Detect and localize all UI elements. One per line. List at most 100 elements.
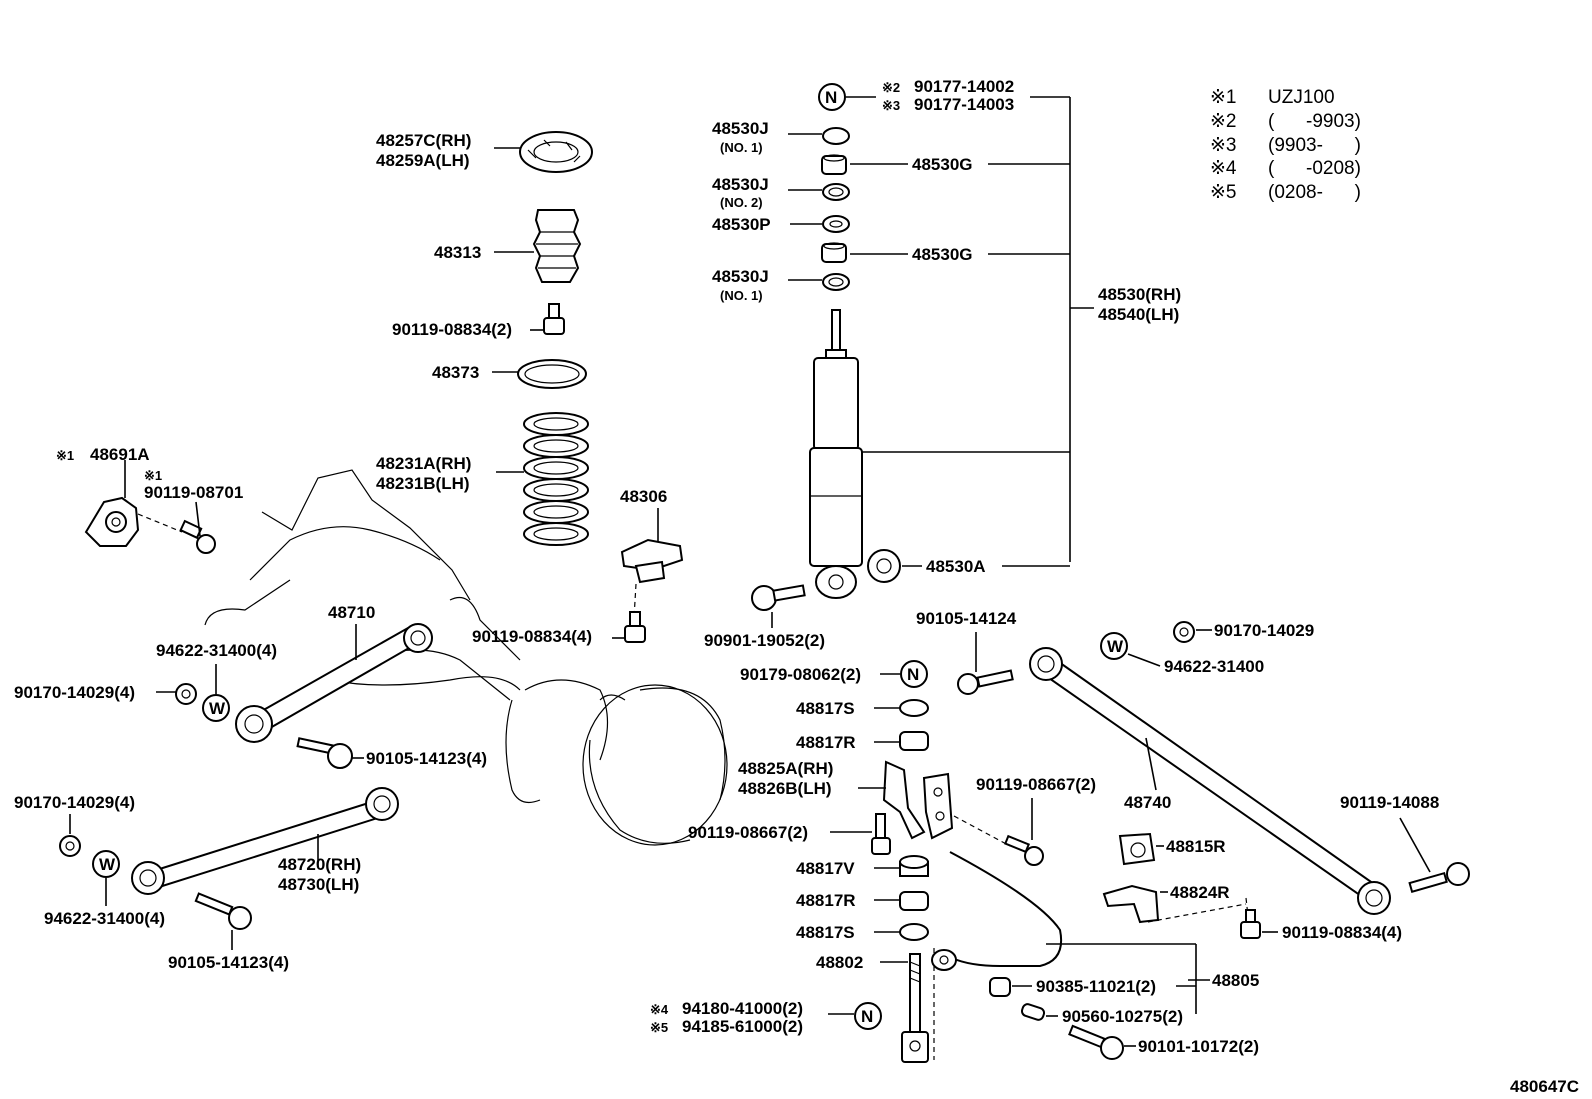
spring-seat-48257c (519, 131, 593, 173)
label-90560-10275: 90560-10275(2) (1062, 1007, 1183, 1026)
bracket-48825a (882, 760, 954, 840)
bushing-90385-11021 (989, 977, 1011, 997)
note-text-3: (9903- ) (1268, 135, 1361, 156)
label-48231b: 48231B(LH) (376, 474, 470, 493)
label-90119-08834-4b: 90119-08834(4) (1282, 923, 1402, 942)
bracket-48824r (1102, 884, 1160, 924)
mark-x2: ※2 (882, 80, 900, 95)
note-text-2: ( -9903) (1268, 111, 1361, 132)
bracket-48691a (84, 496, 140, 547)
label-48826b: 48826B(LH) (738, 779, 832, 798)
label-48720: 48720(RH) (278, 855, 361, 874)
label-48730: 48730(LH) (278, 875, 359, 894)
label-90101-10172: 90101-10172(2) (1138, 1037, 1259, 1056)
label-48530j-c: 48530J (712, 267, 769, 286)
cushion-48817r-lower (899, 891, 929, 911)
bolt-90901-19052 (751, 584, 806, 611)
label-48530-rh: 48530(RH) (1098, 285, 1181, 304)
label-90119-14088: 90119-14088 (1340, 793, 1439, 812)
label-90170-14029-4a: 90170-14029(4) (14, 683, 135, 702)
cushion-48530g-upper (821, 154, 847, 175)
mark-n-mid: N (907, 665, 919, 684)
label-48691a: 48691A (90, 445, 150, 464)
label-94622-31400-4b: 94622-31400(4) (44, 909, 165, 928)
washer-w-icon-b (92, 850, 120, 878)
bolt-90105-14124 (957, 669, 1014, 695)
note-mark-5: ※5 (1210, 182, 1237, 203)
mark-x1-90119-08701: ※1 (144, 468, 162, 483)
label-48805: 48805 (1212, 971, 1259, 990)
retainer-48530j-no1-bottom (822, 273, 850, 291)
label-90170-14029-c: 90170-14029 (1214, 621, 1314, 640)
cushion-48530j-no1-top (822, 127, 850, 145)
label-48815r: 48815R (1166, 837, 1226, 856)
label-48710: 48710 (328, 603, 375, 622)
note-mark-1: ※1 (1210, 87, 1237, 108)
label-48530g-b: 48530G (912, 245, 973, 264)
label-48817s-a: 48817S (796, 699, 855, 718)
label-90179-08062: 90179-08062(2) (740, 665, 861, 684)
note-mark-2: ※2 (1210, 111, 1237, 132)
label-90177-14003: 90177-14003 (914, 95, 1014, 114)
coil-spring-48231 (523, 412, 589, 546)
label-48231a: 48231A(RH) (376, 454, 471, 473)
label-90177-14002: 90177-14002 (914, 77, 1014, 96)
label-48802: 48802 (816, 953, 863, 972)
bolt-90119-08834-right (1240, 909, 1261, 939)
label-90385-11021: 90385-11021(2) (1036, 977, 1156, 996)
n-nut-icon-bottom (854, 1002, 882, 1030)
bushing-48815r (1118, 832, 1156, 866)
label-90119-08667-a: 90119-08667(2) (688, 823, 808, 842)
mark-x3: ※3 (882, 98, 900, 113)
bolt-90101-10172 (1068, 1024, 1124, 1060)
label-94180-41000: 94180-41000(2) (682, 999, 803, 1018)
n-nut-icon-mid (900, 660, 928, 688)
nut-90170-14029-a (175, 683, 197, 705)
label-90105-14123-4b: 90105-14123(4) (168, 953, 289, 972)
pin-90560-10275 (1020, 1003, 1046, 1021)
lower-control-arm-48720 (131, 787, 399, 895)
label-94622-31400-4a: 94622-31400(4) (156, 641, 277, 660)
note-mark-3: ※3 (1210, 135, 1237, 156)
label-48530j-b: 48530J (712, 175, 769, 194)
mark-x4: ※4 (650, 1002, 669, 1017)
cushion-48817s-lower (899, 923, 929, 941)
label-90105-14124: 90105-14124 (916, 609, 1017, 628)
label-48817v: 48817V (796, 859, 855, 878)
bushing-48530a (867, 549, 901, 583)
bolt-90119-08701 (179, 519, 216, 554)
bolt-90119-08834-upper (543, 303, 565, 335)
bolt-90119-14088 (1408, 862, 1470, 894)
washer-48530p (822, 215, 850, 233)
cushion-48817v (899, 855, 929, 877)
label-48540-lh: 48540(LH) (1098, 305, 1179, 324)
label-48824r: 48824R (1170, 883, 1230, 902)
label-90119-08834-2: 90119-08834(2) (392, 320, 512, 339)
label-90170-14029-4b: 90170-14029(4) (14, 793, 135, 812)
mark-n-top: N (825, 88, 837, 107)
axle-housing-outline (204, 469, 728, 846)
cushion-48817r-upper (899, 731, 929, 751)
washer-w-icon-c (1100, 632, 1128, 660)
note-text-1: UZJ100 (1268, 87, 1335, 108)
label-90105-14123-4a: 90105-14123(4) (366, 749, 487, 768)
mark-x5: ※5 (650, 1020, 668, 1035)
nut-90170-14029-b (59, 835, 81, 857)
insulator-48373 (517, 359, 587, 389)
upper-control-arm-48710 (235, 623, 433, 743)
note-text-4: ( -0208) (1268, 158, 1361, 179)
label-48530j-a: 48530J (712, 119, 769, 138)
label-48313: 48313 (434, 243, 481, 262)
label-48530j-a-sub: (NO. 1) (720, 140, 763, 155)
mark-w-b: W (99, 855, 116, 874)
mark-x1-48691a: ※1 (56, 448, 74, 463)
label-48259a: 48259A(LH) (376, 151, 470, 170)
label-90119-08834-4a: 90119-08834(4) (472, 627, 592, 646)
lateral-rod-48740 (1029, 647, 1391, 915)
label-48817s-b: 48817S (796, 923, 855, 942)
label-48530p: 48530P (712, 215, 771, 234)
label-48530a: 48530A (926, 557, 986, 576)
label-48306: 48306 (620, 487, 667, 506)
mark-w-a: W (209, 699, 226, 718)
